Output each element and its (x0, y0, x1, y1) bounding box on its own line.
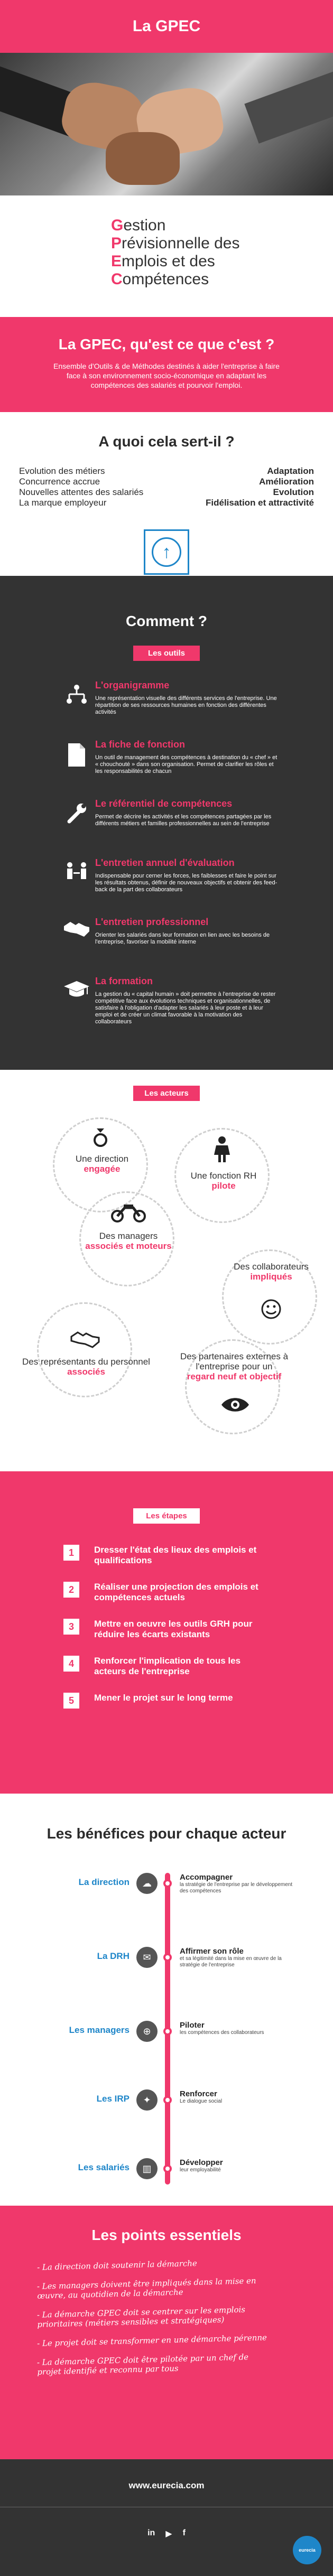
building-icon: ▥ (136, 2158, 158, 2179)
interview-icon (58, 857, 95, 899)
acronym-line: Gestion (111, 217, 166, 234)
megaphone-icon: ✉ (136, 1947, 158, 1968)
list-item: - La démarche GPEC doit se centrer sur l… (36, 2304, 246, 2329)
tools-pill: Les outils (133, 646, 200, 661)
what-is-text: Ensemble d'Outils & de Méthodes destinés… (53, 362, 280, 389)
header: La GPEC (0, 0, 333, 53)
facebook-icon[interactable]: f (182, 2528, 186, 2537)
list-item: - La direction doit soutenir la démarche (36, 2258, 198, 2272)
page-title: La GPEC (132, 17, 201, 35)
acronym-line: Prévisionnelle des (111, 235, 240, 252)
acronym-line: Compétences (111, 270, 209, 288)
list-item: - La démarche GPEC doit être pilotée par… (36, 2352, 249, 2377)
hero-image (0, 53, 333, 195)
what-is-section: La GPEC, qu'est ce que c'est ? Ensemble … (0, 317, 333, 412)
usage-title: A quoi cela sert-il ? (98, 433, 235, 450)
actors-pill: Les acteurs (133, 1086, 200, 1101)
youtube-icon[interactable]: ▶ (165, 2530, 172, 2538)
steering-icon: ⊕ (136, 2021, 158, 2042)
benefits-section: Les bénéfices pour chaque acteur La dire… (0, 1794, 333, 2206)
acronym-line: Emplois et des (111, 253, 215, 270)
eurecia-logo: eurecia (293, 2536, 321, 2564)
ring-icon (91, 1126, 109, 1150)
eye-icon (220, 1396, 250, 1416)
chat-icon: ✦ (136, 2089, 158, 2111)
key-points-list: - La direction doit soutenir la démarche… (0, 2258, 275, 2377)
wrench-icon (58, 798, 95, 839)
document-icon (58, 739, 95, 780)
graduation-cap-icon (58, 976, 95, 1025)
cloud-icon: ☁ (136, 1873, 158, 1894)
smiley-icon (261, 1299, 282, 1322)
org-chart-icon (58, 680, 95, 721)
list-item: - Les managers doivent être impliqués da… (36, 2276, 256, 2301)
comment-title: Comment ? (126, 613, 207, 629)
usage-section: A quoi cela sert-il ? Evolution des méti… (0, 412, 333, 576)
woman-icon (213, 1136, 231, 1166)
linkedin-icon[interactable]: in (147, 2528, 155, 2537)
what-is-title: La GPEC, qu'est ce que c'est ? (58, 336, 275, 352)
social-links: in ▶ f (0, 2528, 333, 2539)
steps-pill: Les étapes (133, 1508, 200, 1524)
list-item: - Le projet doit se transformer en une d… (36, 2332, 267, 2348)
benefits-title: Les bénéfices pour chaque acteur (47, 1825, 286, 1842)
key-points-title: Les points essentiels (91, 2227, 242, 2243)
gpec-acronym: Gestion Prévisionnelle des Emplois et de… (0, 195, 333, 317)
arrow-up-icon: ↑ (144, 529, 189, 575)
key-points-section: Les points essentiels - La direction doi… (0, 2206, 333, 2459)
handshake-icon (70, 1330, 100, 1352)
footer-url-link[interactable]: www.eurecia.com (128, 2480, 205, 2490)
actor-partenaires: Des partenaires externes à l'entreprise … (180, 1339, 288, 1434)
motorbike-icon (110, 1200, 147, 1225)
footer: www.eurecia.com in ▶ f eurecia (0, 2459, 333, 2576)
handshake-icon (58, 917, 95, 958)
